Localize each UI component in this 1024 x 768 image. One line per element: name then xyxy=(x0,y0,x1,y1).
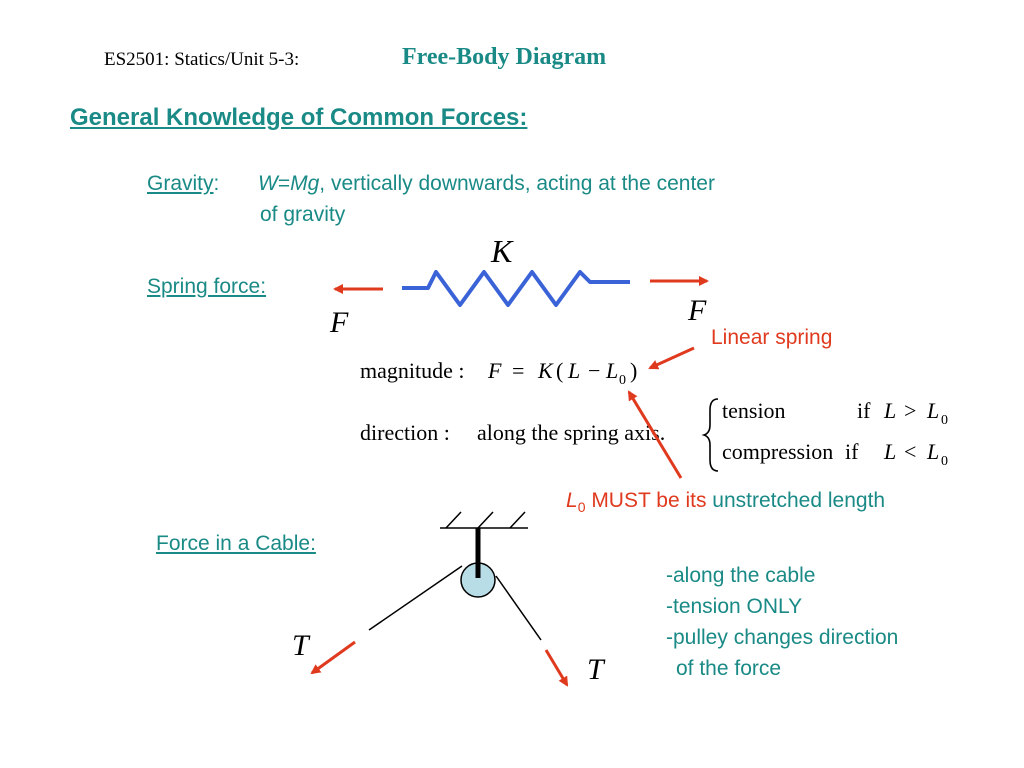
case-compression-rhs: L xyxy=(926,439,939,464)
case-compression-if: if xyxy=(845,439,859,464)
unstretched-rest: unstretched length xyxy=(712,489,886,512)
cable-right-segment xyxy=(495,575,542,641)
unstretched-must: MUST be its xyxy=(585,489,713,512)
gravity-label-group: Gravity: xyxy=(147,172,219,196)
case-compression-sub: 0 xyxy=(941,454,948,469)
case-brace xyxy=(701,398,719,472)
case-compression-op: < xyxy=(904,439,916,464)
section-title: General Knowledge of Common Forces: xyxy=(70,104,528,131)
spring-coil xyxy=(402,270,630,307)
linear-spring-pointer-arrow xyxy=(648,346,695,370)
spring-constant-k: K xyxy=(490,233,514,269)
cable-note-2: -tension ONLY xyxy=(666,595,803,618)
magnitude-open-paren: ( xyxy=(556,358,563,383)
magnitude-L: L xyxy=(567,358,580,383)
gravity-description-rest: , vertically downwards, acting at the ce… xyxy=(319,172,715,195)
spring-force-label: Spring force: xyxy=(147,275,267,298)
case-tension-sub: 0 xyxy=(941,413,948,428)
cable-note-4: of the force xyxy=(676,657,782,680)
tension-arrow-right xyxy=(544,649,569,687)
gravity-description-line2: of gravity xyxy=(260,203,346,226)
unstretched-sub: 0 xyxy=(577,499,586,516)
magnitude-label: magnitude : xyxy=(360,358,464,383)
ceiling-hatch-2 xyxy=(477,511,494,529)
cable-left-segment xyxy=(368,565,463,631)
magnitude-equals: = xyxy=(512,358,524,383)
direction-text: along the spring axis. xyxy=(477,420,665,445)
magnitude-F: F xyxy=(487,358,502,383)
gravity-colon: : xyxy=(213,172,220,195)
magnitude-K: K xyxy=(537,358,554,383)
tension-label-left: T xyxy=(292,629,311,662)
case-compression-word: compression xyxy=(722,439,833,464)
cable-force-label: Force in a Cable: xyxy=(156,532,316,555)
linear-spring-note: Linear spring xyxy=(711,326,833,349)
case-tension-rhs: L xyxy=(926,398,939,423)
spring-force-f-left: F xyxy=(329,306,349,339)
magnitude-L0-sub: 0 xyxy=(619,373,626,388)
cable-note-3: -pulley changes direction xyxy=(666,626,899,649)
case-compression-lhs: L xyxy=(883,439,896,464)
gravity-label: Gravity xyxy=(147,172,214,195)
tension-label-right: T xyxy=(587,653,606,686)
ceiling-hatch-1 xyxy=(445,511,462,529)
magnitude-close-paren: ) xyxy=(630,358,637,383)
gravity-equals: = xyxy=(277,172,291,195)
gravity-description-line1: W=Mg, vertically downwards, acting at th… xyxy=(258,172,715,196)
gravity-w: W xyxy=(258,172,278,195)
unstretched-pointer-arrow xyxy=(627,390,683,479)
direction-label: direction : xyxy=(360,420,450,445)
case-tension-if: if xyxy=(857,398,871,423)
case-tension-op: > xyxy=(904,398,916,423)
slide-topic-title: Free-Body Diagram xyxy=(402,44,607,70)
spring-force-f-right: F xyxy=(687,294,707,327)
unstretched-L: L xyxy=(566,489,578,512)
ceiling-hatch-3 xyxy=(509,511,526,529)
gravity-mg: Mg xyxy=(290,172,320,195)
course-header: ES2501: Statics/Unit 5-3: xyxy=(104,49,300,70)
unstretched-length-note: L0 MUST be its unstretched length xyxy=(566,489,885,515)
magnitude-minus: − xyxy=(588,358,600,383)
tension-arrow-left xyxy=(310,640,356,675)
magnitude-L0: L xyxy=(605,358,618,383)
cable-note-1: -along the cable xyxy=(666,564,816,587)
case-tension-word: tension xyxy=(722,398,786,423)
case-tension-lhs: L xyxy=(883,398,896,423)
